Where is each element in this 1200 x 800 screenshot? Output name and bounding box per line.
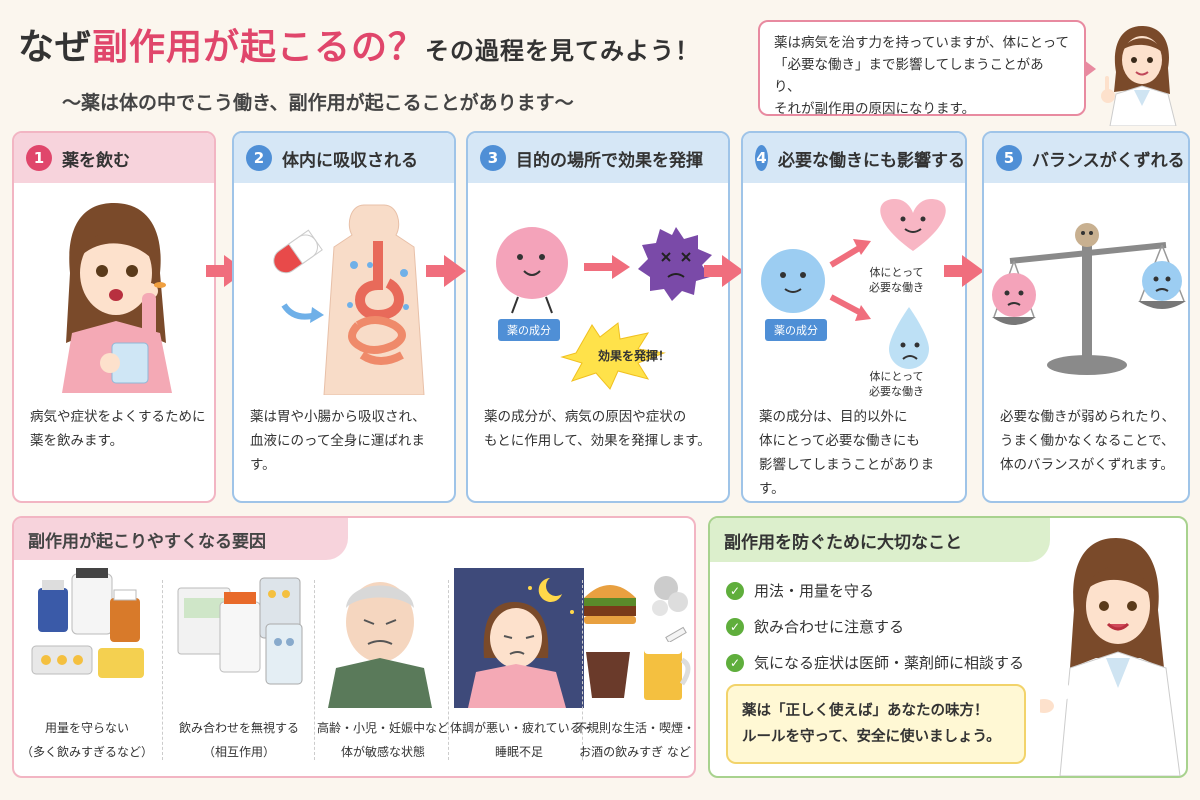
factor-item: 飲み合わせを無視する（相互作用）	[174, 568, 304, 768]
step-number: 5	[996, 145, 1022, 171]
step-description: 薬の成分が、病気の原因や症状のもとに作用して、効果を発揮します。	[484, 409, 711, 449]
ingredient-tag: 薬の成分	[498, 319, 560, 341]
step-number: 4	[755, 145, 768, 171]
step-title: 体内に吸収される	[282, 150, 418, 171]
step-number: 2	[246, 145, 272, 171]
speech-line: 「必要な働き」まで影響してしまうことがあり、	[774, 57, 1044, 95]
medicine-bottles-icon	[31, 568, 144, 678]
factor-label: 飲み合わせを無視する（相互作用）	[178, 721, 299, 759]
step-description: 必要な働きが弱められたり、うまく働かなくなることで、体のバランスがくずれます。	[1000, 409, 1175, 473]
ingredient-tag: 薬の成分	[765, 319, 827, 341]
divider	[448, 580, 449, 760]
page-title: なぜ副作用が起こるの？その過程を見てみよう！	[18, 27, 701, 68]
check-icon: ✓	[726, 653, 744, 672]
prevention-item: ✓気になる症状は医師・薬剤師に相談する	[726, 652, 1024, 673]
digestive-system-illustration	[273, 204, 425, 395]
step-2-header: 2 体内に吸収される	[234, 133, 454, 183]
girl-taking-medicine-illustration	[62, 203, 172, 393]
pharmacist-illustration	[1101, 26, 1177, 126]
need-label-top: 体にとって必要な働き	[869, 266, 924, 294]
factor-item: 用量を守らない（多く飲みすぎるなど）	[21, 568, 153, 768]
step-4-header: 4 必要な働きにも影響する	[743, 133, 965, 183]
factor-item: 高齢・小児・妊娠中など体が敏感な状態	[317, 568, 449, 768]
risk-factors-title: 副作用が起こりやすくなる要因	[14, 518, 348, 560]
step-title: 目的の場所で効果を発揮	[516, 150, 703, 171]
divider	[314, 580, 315, 760]
need-label-bottom: 体にとって必要な働き	[869, 370, 924, 398]
step-title: 薬を飲む	[62, 150, 130, 171]
unhealthy-lifestyle-icon	[584, 576, 691, 700]
risk-factors-panel: 副作用が起こりやすくなる要因 用量を守らない（多く飲みすぎるなど） 飲み合わせを…	[12, 516, 696, 778]
step-description: 薬は胃や小腸から吸収され、血液にのって全身に運ばれます。	[250, 409, 426, 473]
factor-label: 高齢・小児・妊娠中など体が敏感な状態	[316, 721, 449, 759]
tired-woman-icon	[454, 568, 584, 708]
prevention-panel: 副作用を防ぐために大切なこと ✓用法・用量を守る ✓飲み合わせに注意する ✓気に…	[708, 516, 1188, 778]
step-1-header: 1 薬を飲む	[14, 133, 214, 183]
step-1-card: 1 薬を飲む 病気や症状をよくするために薬を飲みます。	[12, 131, 216, 503]
step-2-card: 2 体内に吸収される 薬は胃や小腸から吸収され、血液にのって全身に運ばれます。	[232, 131, 456, 503]
speech-bubble: 薬は病気を治す力を持っていますが、体にとって 「必要な働き」まで影響してしまうこ…	[758, 20, 1096, 117]
effect-label: 効果を発揮！	[598, 349, 671, 363]
medicine-vs-germ-illustration	[496, 227, 712, 390]
factor-label: 体調が悪い・疲れている・睡眠不足	[450, 721, 594, 759]
factor-item: 体調が悪い・疲れている・睡眠不足	[450, 568, 594, 768]
step-5-card: 5 バランスがくずれる 必要な働きが弱められたり、うまく働かなくなることで、体のバ…	[982, 131, 1190, 503]
factor-label: 用量を守らない（多く飲みすぎるなど）	[20, 721, 153, 759]
arrow-icon	[704, 255, 744, 287]
step-number: 3	[480, 145, 506, 171]
prevention-item: ✓飲み合わせに注意する	[726, 616, 904, 637]
step-description: 病気や症状をよくするために薬を飲みます。	[30, 409, 206, 449]
check-icon: ✓	[726, 581, 744, 600]
step-3-card: 3 目的の場所で効果を発揮 薬の成分 効果を発揮！ 薬の成分が、病気の原因や症状の…	[466, 131, 730, 503]
page-subtitle: 〜薬は体の中でこう働き、副作用が起こることがあります〜	[62, 92, 574, 114]
step-3-header: 3 目的の場所で効果を発揮	[468, 133, 728, 183]
step-number: 1	[26, 145, 52, 171]
factor-label: 不規則な生活・喫煙・お酒の飲みすぎ など	[574, 721, 695, 759]
step-title: バランスがくずれる	[1032, 150, 1185, 171]
pharmacist-illustration	[1040, 538, 1181, 776]
divider	[582, 580, 583, 760]
balance-scale-illustration	[992, 223, 1186, 375]
speech-line: それが副作用の原因になります。	[774, 101, 976, 117]
check-icon: ✓	[726, 617, 744, 636]
medicine-boxes-icon	[177, 577, 303, 685]
arrow-icon	[944, 255, 984, 287]
divider	[162, 580, 163, 760]
side-effect-illustration	[761, 199, 946, 369]
elderly-man-icon	[328, 582, 432, 708]
advice-note: 薬は「正しく使えば」あなたの味方！ルールを守って、安全に使いましょう。	[726, 684, 1026, 764]
prevention-title: 副作用を防ぐために大切なこと	[710, 518, 1050, 562]
step-description: 薬の成分は、目的以外に体にとって必要な働きにも影響してしまうことがあります。	[759, 409, 935, 497]
prevention-item: ✓用法・用量を守る	[726, 580, 874, 601]
step-title: 必要な働きにも影響する	[778, 150, 965, 171]
speech-line: 薬は病気を治す力を持っていますが、体にとって	[774, 35, 1069, 51]
step-5-header: 5 バランスがくずれる	[984, 133, 1188, 183]
arrow-icon	[426, 255, 466, 287]
factor-item: 不規則な生活・喫煙・お酒の飲みすぎ など	[570, 568, 700, 768]
